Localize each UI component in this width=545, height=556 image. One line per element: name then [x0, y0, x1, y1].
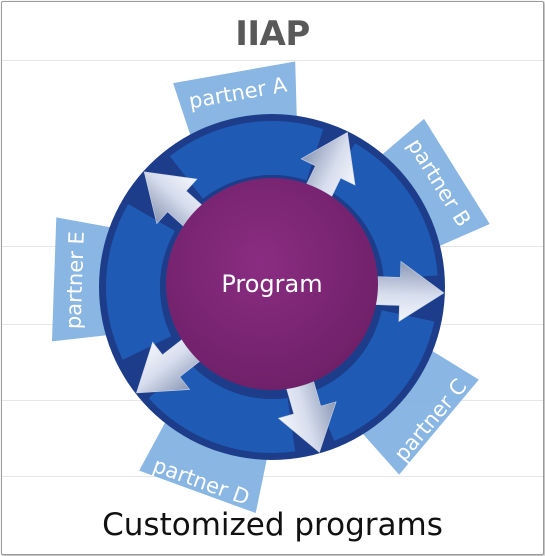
outward-arrow — [136, 337, 203, 394]
background-gridline — [2, 476, 543, 477]
partner-tab-shape — [371, 118, 490, 252]
program-label: Program — [221, 270, 322, 298]
slide-title: IIAP — [235, 14, 310, 54]
caption: Customized programs — [102, 507, 443, 543]
arrow-shape — [136, 337, 203, 394]
outward-arrow — [371, 260, 445, 323]
outward-arrow — [277, 378, 337, 453]
ring-segments — [106, 121, 438, 453]
program-circle — [166, 178, 378, 390]
ring-segment — [106, 204, 176, 360]
background-gridline — [2, 60, 543, 61]
arrow-shape — [371, 260, 445, 323]
partner-tab-shape — [353, 343, 479, 475]
ring-segment — [313, 310, 435, 441]
ring-segment — [169, 121, 324, 199]
ring-segment — [328, 143, 438, 280]
partner-label: partner E — [61, 231, 88, 330]
arrow-shape — [277, 378, 337, 453]
